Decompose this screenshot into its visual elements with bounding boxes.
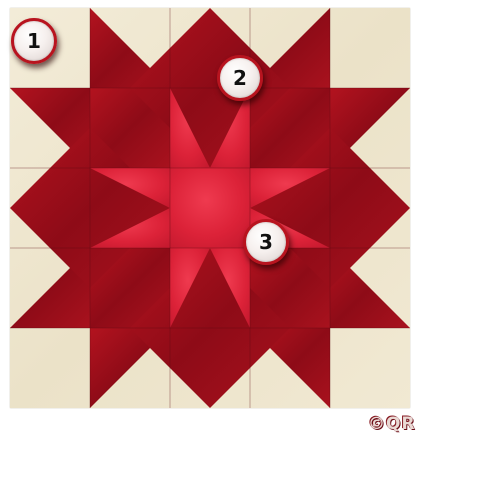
piece-label-1: 1: [11, 18, 57, 64]
quilt-block: [10, 8, 410, 408]
piece-label-3: 3: [243, 219, 289, 265]
center-square: [170, 168, 250, 248]
piece-label-2: 2: [217, 55, 263, 101]
copyright-watermark: ©QR: [368, 414, 416, 434]
